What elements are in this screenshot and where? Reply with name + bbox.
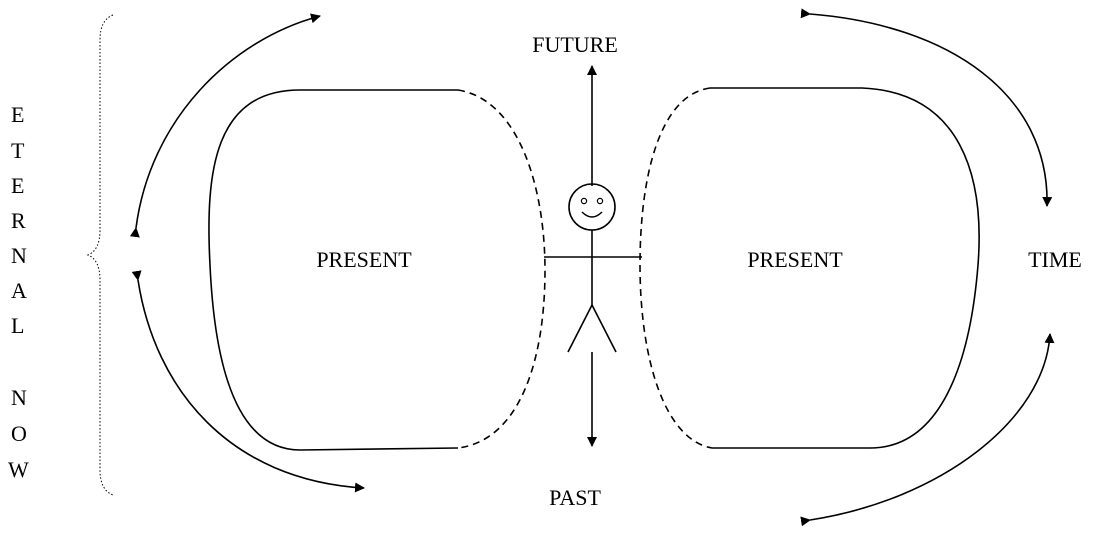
eternal-now-label: E T E R N A L N O W (8, 102, 29, 482)
bottom-right-cycle-arrow (800, 333, 1055, 527)
bottom-left-cycle-arrow (131, 270, 365, 493)
vertical-letter: R (11, 208, 26, 233)
top-left-cycle-arrow (129, 13, 321, 238)
vertical-letter: E (11, 102, 24, 127)
vertical-letter: W (8, 457, 29, 482)
right-present-loop-dashed (639, 87, 713, 449)
present-right-label: PRESENT (747, 247, 843, 272)
left-eye (580, 197, 588, 205)
left-present-loop-dashed (457, 89, 546, 449)
vertical-letter: A (11, 278, 27, 303)
vertical-letter: L (11, 313, 24, 338)
vertical-letter: E (11, 173, 24, 198)
vertical-letter: O (11, 421, 27, 446)
vertical-letter: T (11, 138, 25, 163)
future-label: FUTURE (532, 32, 618, 57)
time-label: TIME (1028, 247, 1082, 272)
figure-right-leg (591, 304, 617, 353)
eternal-now-brace (86, 14, 114, 496)
smile (581, 211, 603, 218)
past-label: PAST (549, 485, 601, 510)
vertical-letter: N (11, 385, 27, 410)
stick-figure (544, 183, 642, 353)
top-right-cycle-arrow (800, 8, 1053, 207)
smiley-face-icon (568, 183, 616, 231)
right-eye (596, 197, 604, 205)
figure-left-leg (567, 304, 593, 353)
vertical-letter: N (11, 243, 27, 268)
present-left-label: PRESENT (316, 247, 412, 272)
